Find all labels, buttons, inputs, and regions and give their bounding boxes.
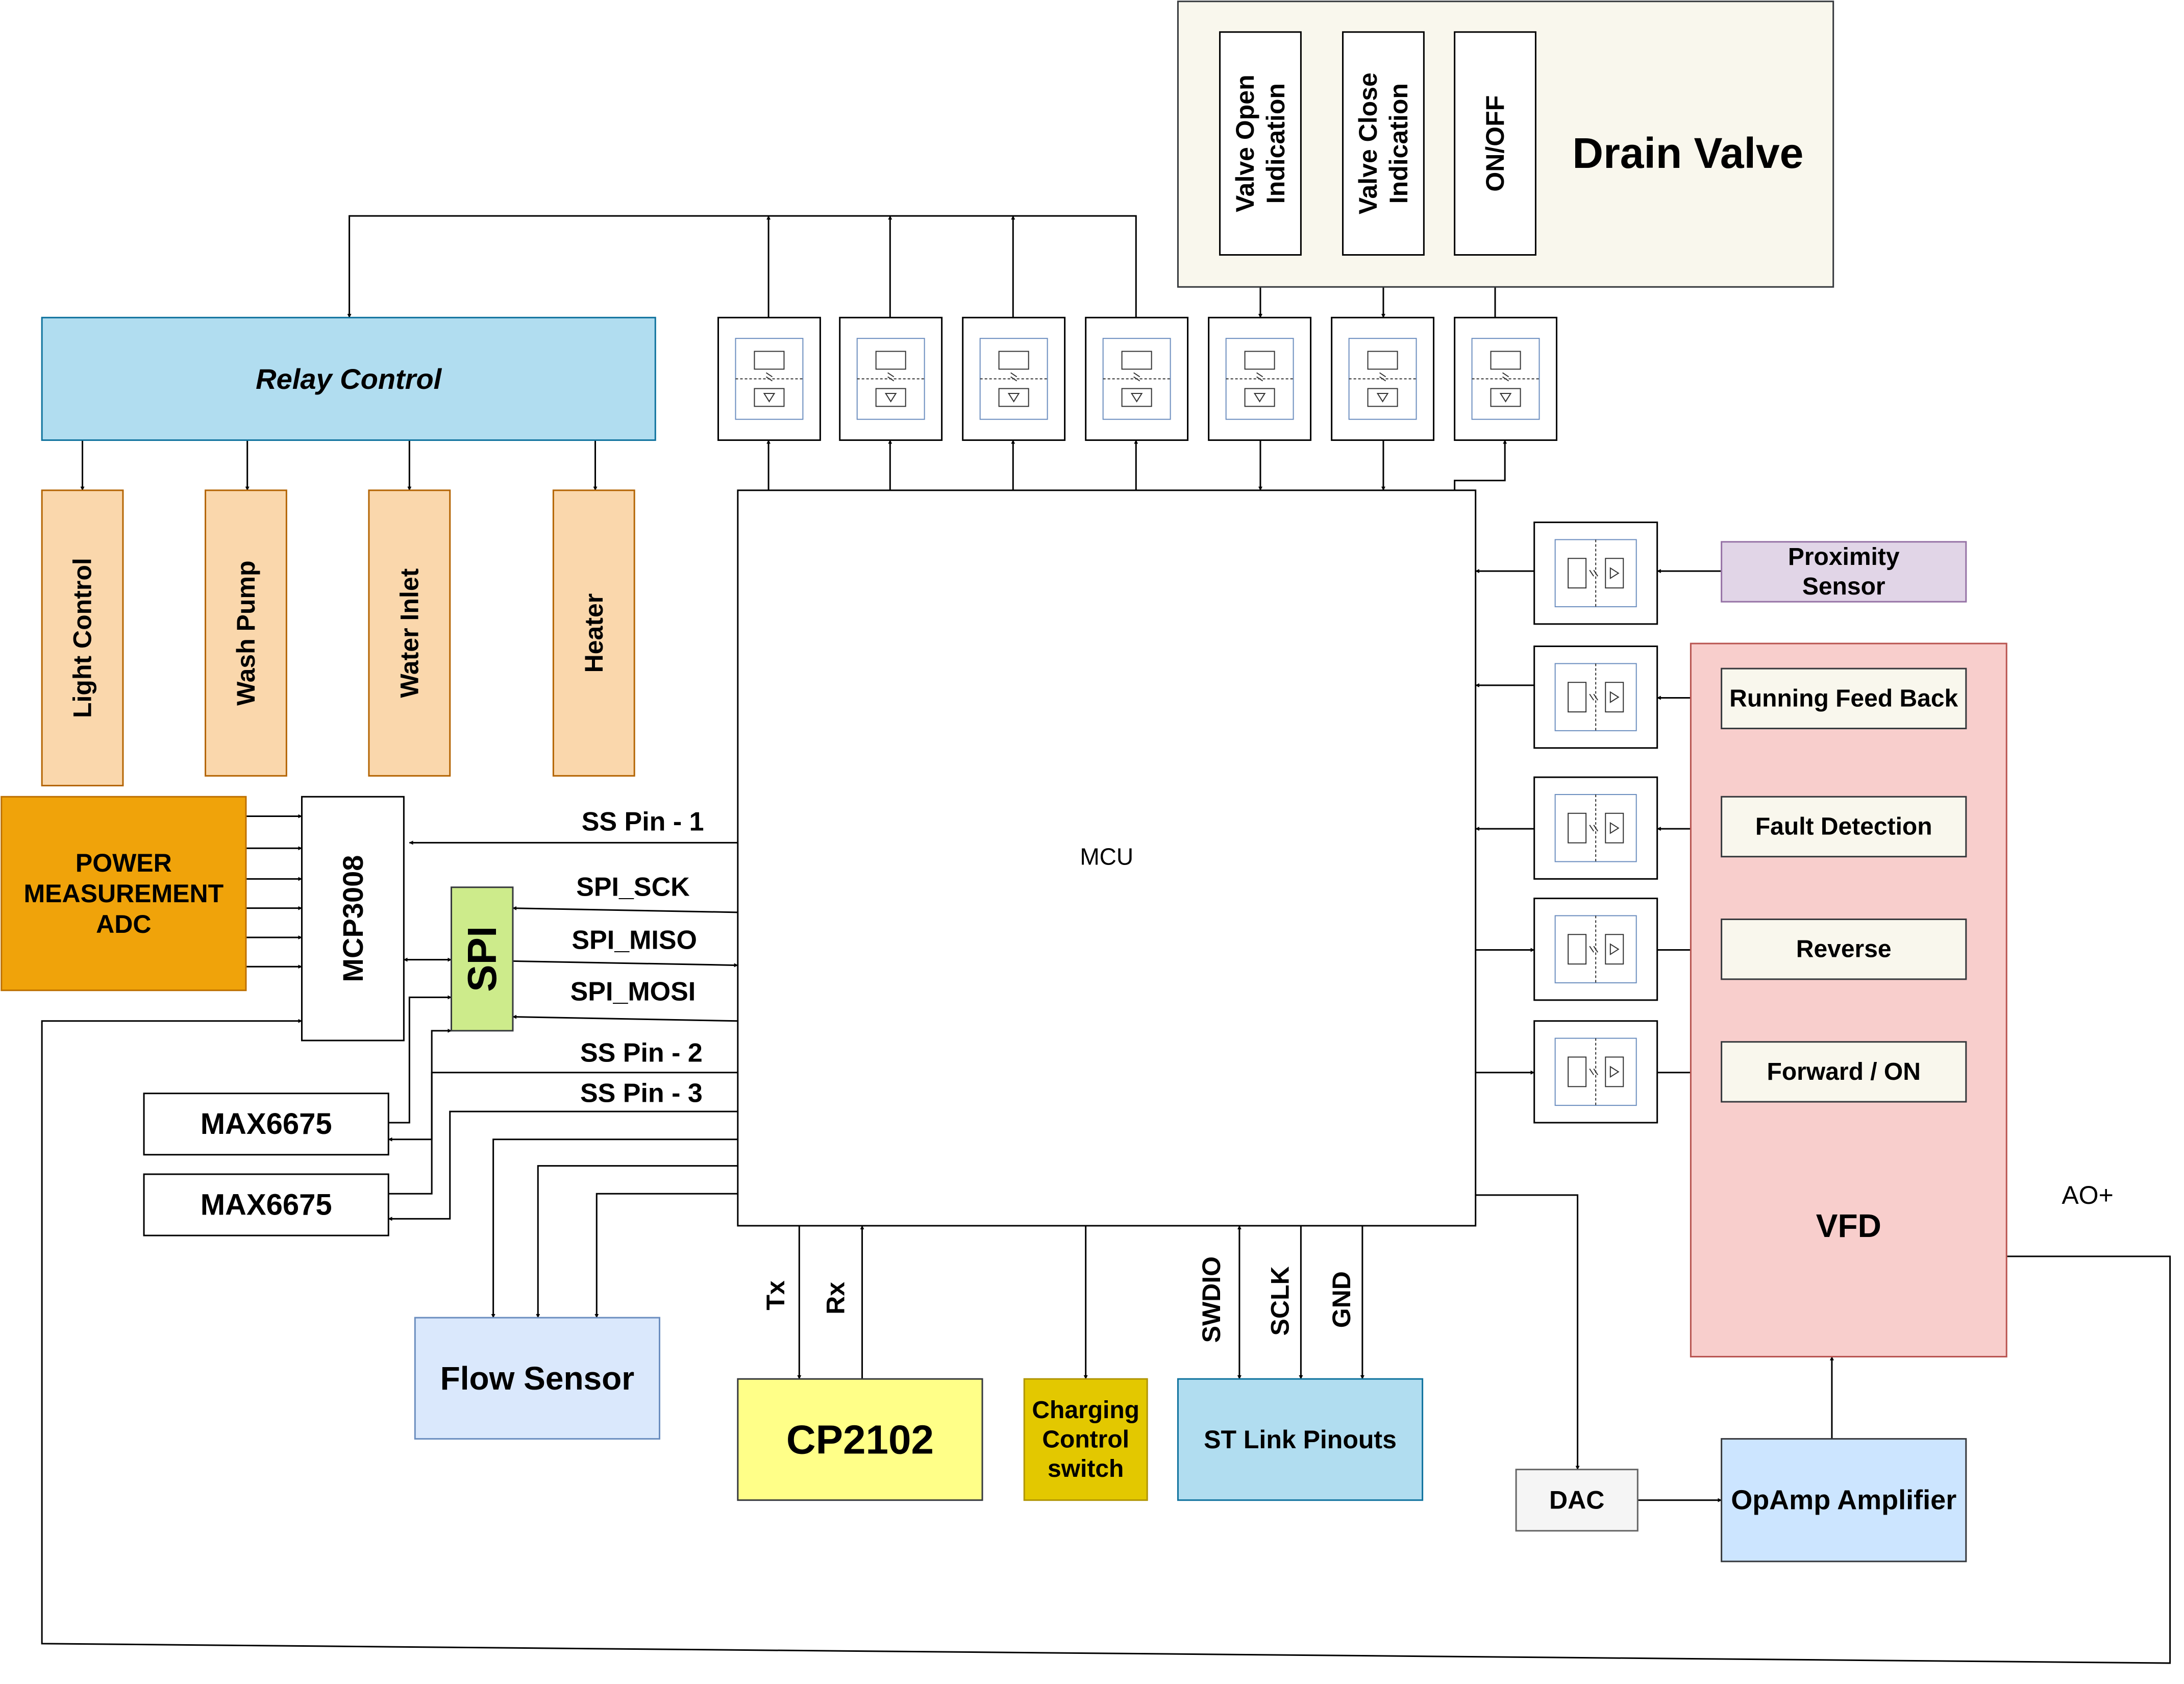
valve-open-indication: Valve OpenIndication bbox=[1219, 31, 1302, 256]
wire-36 bbox=[512, 906, 738, 913]
label-ss-pin-1: SS Pin - 1 bbox=[582, 807, 704, 836]
drain-on-off-label: ON/OFF bbox=[1481, 95, 1509, 192]
optocoupler-top-1 bbox=[717, 316, 821, 441]
label-spi-miso: SPI_MISO bbox=[572, 925, 697, 955]
vfd-block-label: VFD bbox=[1816, 1207, 1881, 1244]
wire-38 bbox=[512, 1014, 738, 1022]
drain-on-off: ON/OFF bbox=[1454, 31, 1536, 256]
mcu-block-label: MCU bbox=[1080, 844, 1133, 870]
relay-control-block: Relay Control bbox=[41, 316, 656, 441]
optocoupler-top-7 bbox=[1454, 316, 1557, 441]
label-rx: Rx bbox=[822, 1282, 850, 1315]
wire-44 bbox=[491, 1138, 738, 1318]
cp2102-block: CP2102 bbox=[737, 1378, 983, 1501]
max6675-2-block-label: MAX6675 bbox=[201, 1188, 332, 1222]
fault-detection-box-label: Fault Detection bbox=[1755, 813, 1932, 840]
heater-block: Heater bbox=[552, 489, 635, 777]
dac-block: DAC bbox=[1515, 1469, 1639, 1532]
mcu-block: MCU bbox=[737, 489, 1477, 1227]
optocoupler-top-6 bbox=[1331, 316, 1435, 441]
st-link-pinouts-label: ST Link Pinouts bbox=[1204, 1425, 1397, 1454]
valve-close-indication-label: Valve CloseIndication bbox=[1354, 72, 1413, 214]
wire-42 bbox=[388, 995, 452, 1124]
running-feedback-box: Running Feed Back bbox=[1721, 667, 1967, 730]
optocoupler-top-4 bbox=[1085, 316, 1189, 441]
dac-block-label: DAC bbox=[1549, 1486, 1604, 1515]
reverse-box: Reverse bbox=[1721, 918, 1967, 980]
optocoupler-top-3 bbox=[962, 316, 1066, 441]
label-spi-mosi: SPI_MOSI bbox=[570, 977, 696, 1006]
wire-37 bbox=[512, 960, 738, 968]
optocoupler-right-1 bbox=[1533, 522, 1658, 625]
wire-46 bbox=[594, 1193, 738, 1318]
wire-41 bbox=[388, 1110, 738, 1221]
label-ss-pin-2: SS Pin - 2 bbox=[580, 1038, 703, 1068]
label-ss-pin-3: SS Pin - 3 bbox=[580, 1079, 703, 1108]
optocoupler-top-2 bbox=[839, 316, 943, 441]
signal-label-group: SS Pin - 1 SPI_SCK SPI_MISO SPI_MOSI SS Pin … bbox=[570, 807, 2114, 1343]
vfd-block: VFD bbox=[1690, 642, 2007, 1358]
max6675-1-block: MAX6675 bbox=[143, 1093, 389, 1156]
max6675-2-block: MAX6675 bbox=[143, 1173, 389, 1236]
label-swdio: SWDIO bbox=[1197, 1256, 1226, 1343]
wire-11 bbox=[1454, 439, 1507, 490]
water-inlet-block: Water Inlet bbox=[368, 489, 451, 777]
wash-pump-block-label: Wash Pump bbox=[232, 560, 260, 705]
label-tx: Tx bbox=[761, 1280, 790, 1310]
st-link-pinouts: ST Link Pinouts bbox=[1177, 1378, 1424, 1501]
running-feedback-box-label: Running Feed Back bbox=[1729, 685, 1958, 712]
fault-detection-box: Fault Detection bbox=[1721, 796, 1967, 858]
optocoupler-group bbox=[717, 316, 1658, 1124]
spi-block: SPI bbox=[450, 886, 514, 1032]
mcp3008-block-label: MCP3008 bbox=[337, 855, 369, 982]
flow-sensor-block-label: Flow Sensor bbox=[440, 1360, 635, 1397]
flow-sensor-block: Flow Sensor bbox=[414, 1317, 660, 1440]
wire-43 bbox=[388, 1028, 452, 1195]
wire-53 bbox=[1475, 1194, 1580, 1470]
optocoupler-right-5 bbox=[1533, 1020, 1658, 1124]
reverse-box-label: Reverse bbox=[1796, 936, 1892, 963]
mcp3008-block: MCP3008 bbox=[301, 796, 405, 1042]
relay-control-block-label: Relay Control bbox=[256, 363, 442, 395]
opamp-amplifier-label: OpAmp Amplifier bbox=[1731, 1485, 1956, 1516]
block-group: Drain Valve Valve OpenIndication Valve Clo… bbox=[1, 1, 2007, 1563]
drain-valve-title: Drain Valve bbox=[1572, 129, 1803, 177]
spi-block-label: SPI bbox=[459, 926, 505, 992]
optocoupler-right-3 bbox=[1533, 776, 1658, 880]
label-ao-plus: AO+ bbox=[2062, 1181, 2113, 1209]
forward-on-box-label: Forward / ON bbox=[1767, 1058, 1921, 1085]
valve-close-indication: Valve CloseIndication bbox=[1342, 31, 1425, 256]
cp2102-block-label: CP2102 bbox=[786, 1417, 934, 1462]
optocoupler-top-5 bbox=[1208, 316, 1312, 441]
label-spi-sck: SPI_SCK bbox=[576, 873, 690, 902]
max6675-1-block-label: MAX6675 bbox=[201, 1107, 332, 1141]
valve-open-indication-label: Valve OpenIndication bbox=[1231, 75, 1290, 212]
heater-block-label: Heater bbox=[580, 593, 608, 673]
wire-1 bbox=[347, 215, 1137, 318]
wire-56 bbox=[41, 1019, 2171, 1664]
opamp-amplifier: OpAmp Amplifier bbox=[1721, 1438, 1967, 1563]
light-control-block: Light Control bbox=[41, 489, 124, 786]
optocoupler-right-2 bbox=[1533, 646, 1658, 749]
wire-45 bbox=[536, 1165, 738, 1318]
light-control-block-label: Light Control bbox=[68, 558, 97, 718]
water-inlet-block-label: Water Inlet bbox=[395, 568, 424, 698]
forward-on-box: Forward / ON bbox=[1721, 1041, 1967, 1103]
wash-pump-block: Wash Pump bbox=[205, 489, 287, 777]
optocoupler-right-4 bbox=[1533, 898, 1658, 1001]
label-sclk: SCLK bbox=[1265, 1266, 1294, 1335]
label-gnd: GND bbox=[1327, 1271, 1356, 1328]
